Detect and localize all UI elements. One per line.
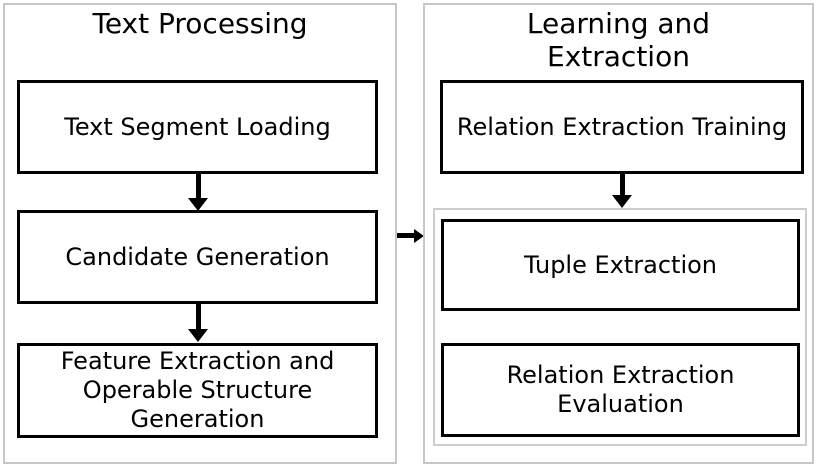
panel-title-text: Text Processing	[92, 7, 308, 40]
step-tuple-extraction: Tuple Extraction	[441, 219, 800, 311]
step-label: Tuple Extraction	[523, 250, 718, 279]
step-relation-extraction-training: Relation Extraction Training	[440, 80, 804, 174]
step-label: Candidate Generation	[65, 242, 330, 271]
step-relation-extraction-evaluation: Relation Extraction Evaluation	[441, 343, 800, 437]
step-text-segment-loading: Text Segment Loading	[17, 80, 378, 174]
panel-title-text: Learning and Extraction	[526, 7, 711, 73]
learning-extraction-title: Learning and Extraction	[423, 7, 814, 74]
arrow-shaft	[397, 233, 414, 238]
step-feature-extraction: Feature Extraction and Operable Structur…	[17, 343, 378, 438]
step-label: Relation Extraction Evaluation	[506, 361, 735, 418]
step-label: Relation Extraction Training	[456, 112, 788, 141]
down-arrow-icon	[188, 304, 208, 342]
right-arrow-icon	[397, 228, 424, 243]
step-label: Feature Extraction and Operable Structur…	[60, 347, 335, 433]
arrow-head	[414, 228, 424, 243]
arrow-shaft	[195, 174, 201, 198]
text-processing-title: Text Processing	[3, 7, 397, 41]
arrow-head	[188, 198, 208, 211]
arrow-shaft	[619, 174, 625, 195]
step-candidate-generation: Candidate Generation	[17, 210, 378, 304]
down-arrow-icon	[612, 174, 632, 208]
down-arrow-icon	[188, 174, 208, 211]
arrow-head	[612, 195, 632, 208]
step-label: Text Segment Loading	[64, 112, 331, 141]
arrow-head	[188, 329, 208, 342]
arrow-shaft	[195, 304, 201, 329]
